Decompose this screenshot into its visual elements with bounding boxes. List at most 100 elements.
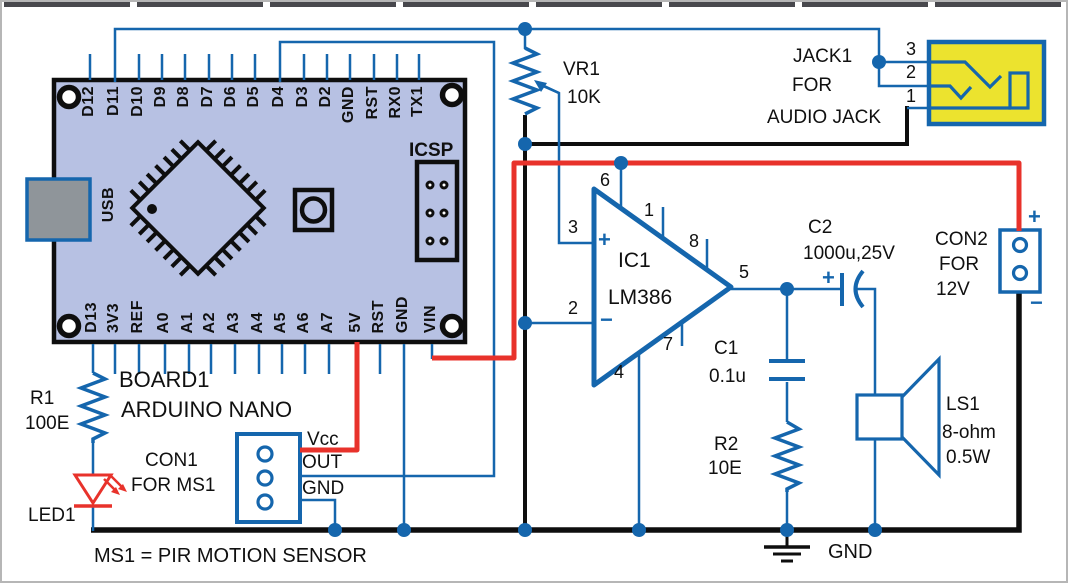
ic1-pin1: 1 (644, 200, 655, 220)
ic1-pin4: 4 (614, 362, 625, 382)
wire-output-node (731, 287, 842, 530)
ic1-plus-input: + (598, 227, 611, 252)
led1-icon (72, 473, 127, 508)
pin-label-A1: A1 (179, 311, 196, 333)
c2-plus: + (822, 265, 835, 290)
ic-open-pin-stubs (661, 207, 709, 346)
pin-label-D11: D11 (105, 86, 122, 116)
r1-value: 100E (25, 413, 70, 434)
pin-label-A7: A7 (319, 311, 336, 333)
pin-label-D10: D10 (129, 86, 146, 117)
usb-connector-icon (25, 177, 92, 242)
ic1-pin6: 6 (600, 170, 611, 190)
reset-button-icon (292, 187, 335, 233)
con2-desc1: FOR (939, 254, 980, 275)
con1-pin-out: OUT (302, 452, 343, 473)
con2-connector-icon (998, 228, 1042, 294)
pin-label-D5: D5 (245, 86, 262, 108)
pin-label-D4: D4 (270, 86, 287, 108)
ic1-pin7: 7 (663, 334, 674, 354)
con1-desc: FOR MS1 (131, 475, 216, 496)
con1-ref: CON1 (145, 450, 198, 471)
mount-hole-icon (56, 84, 82, 110)
con1-pin-gnd: GND (302, 478, 345, 499)
pin-label-RST-bottom: RST (370, 299, 387, 334)
con2-ref: CON2 (935, 229, 988, 250)
pin-label-D12: D12 (80, 86, 97, 117)
r2-ref: R2 (714, 434, 739, 455)
vr1-ref: VR1 (563, 59, 600, 80)
con1-connector-icon (235, 432, 302, 524)
vr1-value: 10K (567, 87, 601, 108)
con2-plus: + (1028, 204, 1041, 229)
jack1-pin3: 3 (906, 39, 917, 59)
pin-label-VIN: VIN (422, 304, 439, 333)
ic1-pin8: 8 (689, 231, 700, 251)
r2-resistor-icon (770, 420, 804, 492)
gnd-symbol-label: GND (828, 541, 873, 563)
mount-hole-icon (439, 313, 465, 339)
wire-c2-speaker (854, 287, 877, 530)
pin-label-D3: D3 (294, 86, 311, 108)
pin-label-A5: A5 (272, 311, 289, 333)
r2-value: 10E (708, 458, 742, 479)
pin-label-RX0: RX0 (387, 86, 404, 119)
wire-d4-to-con1-out (278, 40, 496, 478)
board-name: ARDUINO NANO (121, 397, 293, 422)
pin-label-3V3: 3V3 (105, 303, 122, 333)
mount-hole-icon (439, 82, 465, 108)
power-wires (300, 160, 1022, 453)
wire-5v-to-con1 (300, 342, 360, 453)
wire-12v-to-vin (432, 160, 1022, 361)
icsp-header-icon (414, 159, 460, 263)
jack1-line1: JACK1 (793, 46, 853, 67)
c2-ref: C2 (808, 217, 833, 238)
pin-label-D2: D2 (317, 86, 334, 108)
usb-label: USB (100, 187, 117, 223)
con1-pin-vcc: Vcc (307, 429, 339, 450)
c1-capacitor-icon (769, 359, 805, 381)
ls1-value1: 8-ohm (942, 422, 996, 443)
ic1-ref: IC1 (618, 249, 651, 272)
pin-label-TX1: TX1 (409, 86, 426, 117)
jack1-audio-jack-icon (926, 39, 1047, 127)
pin-label-REF: REF (129, 299, 146, 334)
pin-label-A0: A0 (155, 311, 172, 333)
board-bottom-pin-stubs (113, 344, 382, 374)
vr1-potentiometer-icon (508, 46, 560, 116)
pin-label-D7: D7 (199, 86, 216, 108)
pin-label-D8: D8 (175, 86, 192, 108)
ic1-part: LM386 (608, 286, 673, 309)
r1-ref: R1 (30, 388, 55, 409)
led1-ref: LED1 (28, 505, 76, 526)
ls1-ref: LS1 (946, 394, 980, 415)
ic1-pin5: 5 (739, 262, 750, 282)
jack1-line3: AUDIO JACK (767, 107, 882, 128)
pin-label-A4: A4 (249, 311, 266, 333)
c1-ref: C1 (714, 338, 739, 359)
icsp-label: ICSP (409, 140, 454, 161)
ic1-pin2: 2 (568, 298, 579, 318)
board-ref: BOARD1 (119, 367, 210, 392)
c1-value: 0.1u (709, 366, 746, 387)
mcu-chip-icon (129, 139, 267, 277)
wire-d11-to-jack (113, 27, 929, 88)
c2-capacitor-icon (840, 269, 865, 309)
pin-label-D13: D13 (83, 302, 100, 333)
pin-label-GND-top: GND (340, 86, 357, 124)
c2-value: 1000u,25V (803, 243, 895, 264)
pin-label-D9: D9 (152, 86, 169, 108)
wire-con1-gnd (300, 498, 337, 530)
ls1-value2: 0.5W (946, 447, 991, 468)
pin-label-A6: A6 (295, 311, 312, 333)
con2-minus: − (1030, 290, 1043, 315)
ic1-opamp-icon (591, 186, 734, 388)
pin-label-A3: A3 (225, 311, 242, 333)
pin-label-5V: 5V (347, 312, 364, 333)
ic1-pin3: 3 (568, 217, 579, 237)
ic1-minus-input: − (600, 307, 613, 332)
mount-hole-icon (56, 313, 82, 339)
jack1-pin2: 2 (906, 62, 917, 82)
ls1-speaker-icon (855, 355, 941, 479)
